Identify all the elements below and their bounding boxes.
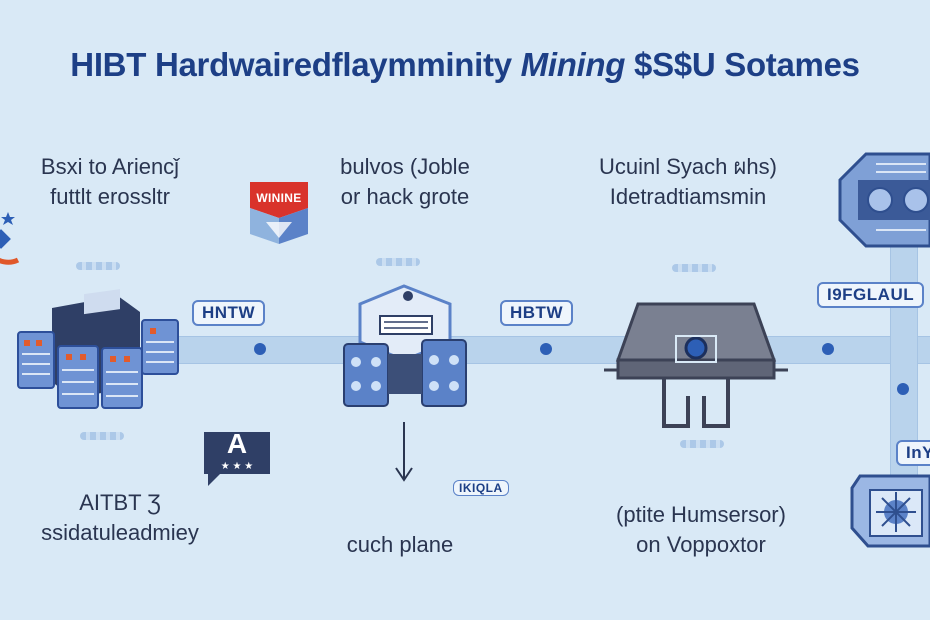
cloud-decoration — [680, 440, 724, 448]
caption-bottom-right: (ptite Humsersor) on Voppoxtor — [576, 500, 826, 560]
caption-bottom-left-line1: AITBT Ʒ — [79, 490, 161, 515]
caption-top-center-line1: bulvos (Joble — [340, 154, 470, 179]
caption-top-right: Ucuinl Syach ผhs) Idetradtiamsmin — [568, 152, 808, 212]
track-node — [540, 343, 552, 355]
cloud-decoration — [80, 432, 124, 440]
caption-bottom-left: AITBT Ʒ ssidatuleadmiey — [0, 488, 240, 548]
caption-top-right-line1: Ucuinl Syach ผhs) — [599, 154, 777, 179]
shield-chip-icon — [850, 474, 930, 548]
tag-hbtw: HBTW — [500, 300, 573, 326]
a-badge-icon — [204, 432, 270, 486]
track-node — [254, 343, 266, 355]
tag-ikiqla: IKIQLA — [453, 480, 509, 496]
cloud-decoration — [376, 258, 420, 266]
a-badge-letter: A — [226, 428, 248, 459]
title-italic: Mining — [520, 46, 626, 83]
tag-i9fglaul: I9FGLAUL — [817, 282, 925, 308]
track-node — [897, 383, 909, 395]
diagram-title: HIBT Hardwairedflaymminity Mining $S$U S… — [0, 46, 930, 84]
caption-top-center: bulvos (Joble or hack grote — [310, 152, 500, 212]
track-node — [822, 343, 834, 355]
winine-badge-icon — [250, 182, 308, 244]
processor-machine-icon — [604, 302, 788, 428]
caption-bottom-right-line1: (ptite Humsersor) — [616, 502, 786, 527]
server-cluster-icon — [17, 289, 179, 409]
caption-top-left-line2: futtlt erossltr — [50, 184, 170, 209]
tag-hntw: HNTW — [192, 300, 265, 326]
cloud-decoration — [672, 264, 716, 272]
title-main: HIBT Hardwairedflaymminity — [70, 46, 512, 83]
a-badge-stars: ★ ★ ★ — [220, 461, 254, 472]
caption-top-center-line2: or hack grote — [340, 184, 470, 209]
caption-top-right-line2: Idetradtiamsmin — [609, 184, 767, 209]
caption-top-left-line1: Bsxi to Ariencǰ — [40, 154, 180, 179]
caption-top-left: Bsxi to Ariencǰ futtlt erossltr — [10, 152, 210, 212]
caption-bottom-right-line2: on Voppoxtor — [636, 532, 766, 557]
caption-bottom-left-line2: ssidatuleadmiey — [41, 520, 199, 545]
tag-iny: InY — [896, 440, 930, 466]
partial-logo-icon — [0, 212, 20, 265]
down-arrow-icon — [395, 422, 413, 482]
title-tail: $S$U Sotames — [634, 46, 860, 83]
winine-badge-label: WININE — [256, 191, 302, 205]
hardware-module-icon — [838, 152, 930, 248]
cloud-decoration — [76, 262, 120, 270]
mining-rig-icon — [343, 284, 467, 407]
caption-bottom-center: cuch plane — [346, 532, 454, 557]
